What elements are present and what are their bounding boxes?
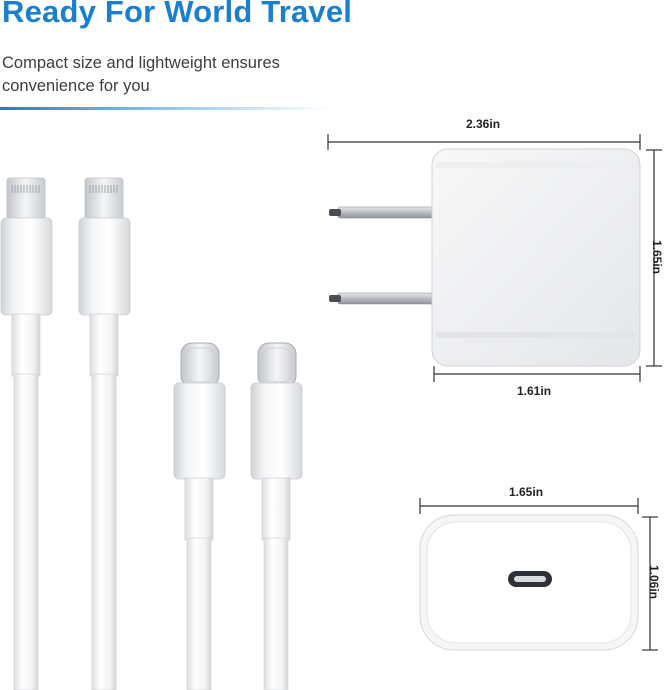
plug-front-icon xyxy=(419,514,639,651)
title-divider xyxy=(0,107,330,110)
dimension-line-plug-height xyxy=(642,516,658,651)
power-adapter-icon xyxy=(329,148,641,367)
page-subtitle: Compact size and lightweight ensures con… xyxy=(2,54,280,95)
dim-label-adapter-depth: 1.61in xyxy=(517,384,552,398)
dim-label-plug-width: 1.65in xyxy=(509,485,544,499)
usb-c-cable-icon xyxy=(250,342,303,690)
dimension-line-bottom xyxy=(433,366,641,382)
dim-label-adapter-width: 2.36in xyxy=(466,117,501,131)
lightning-cable-icon xyxy=(0,177,53,690)
usb-c-port-icon xyxy=(508,571,552,587)
dim-label-plug-height: 1.06in xyxy=(647,564,662,600)
usb-c-cable-icon xyxy=(173,342,226,690)
dimension-line-right xyxy=(646,149,662,367)
dimension-line-top xyxy=(327,134,641,150)
lightning-cable-icon xyxy=(78,177,131,690)
dimension-line-plug-width xyxy=(419,498,639,514)
page-title: Ready For World Travel xyxy=(2,0,353,29)
dim-label-adapter-height: 1.65in xyxy=(650,239,665,275)
